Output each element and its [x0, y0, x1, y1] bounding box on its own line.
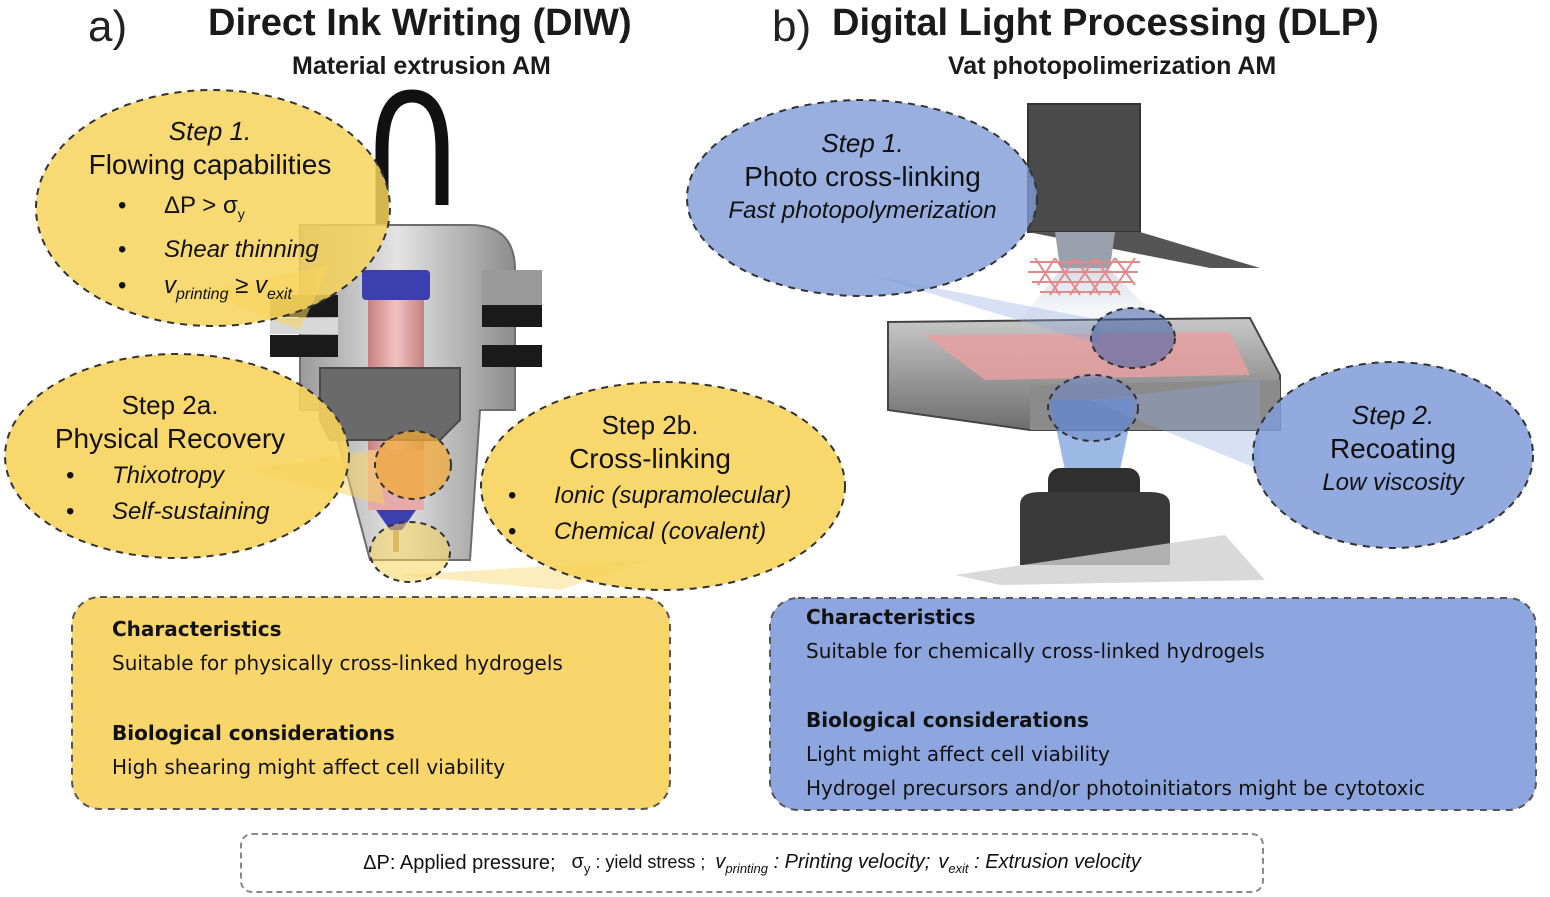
- curing-zone-marker: [1090, 307, 1176, 369]
- step2b-bullet-ionic: •Ionic (supramolecular): [508, 482, 792, 509]
- step2-dlp-name: Recoating: [1329, 433, 1457, 464]
- recovery-zone-marker: [374, 430, 452, 500]
- callout-wedge-b1: [870, 275, 1100, 345]
- step1-bullet-pressure: •ΔP > σy: [118, 192, 245, 222]
- legend-sigma: σy : yield stress ;: [571, 850, 706, 876]
- step2a-bullets: •Thixotropy •Self-sustaining: [66, 458, 269, 530]
- step2a-bubble: [4, 353, 350, 559]
- rail-right-bottom: [482, 345, 542, 367]
- panel-a-subtitle: Material extrusion AM: [292, 52, 551, 80]
- step2a-title: Step 2a.: [121, 390, 219, 420]
- dlp-bio-text2: Hydrogel precursors and/or photoinitiato…: [806, 776, 1425, 800]
- step2b-bullets: •Ionic (supramolecular) •Chemical (coval…: [508, 478, 791, 550]
- diw-bio-heading: Biological considerations: [112, 721, 395, 745]
- crosslink-zone-marker: [369, 521, 451, 583]
- nozzle-tip: [376, 510, 416, 530]
- step1-bubble-dlp: [686, 99, 1038, 297]
- projector-box: [1027, 103, 1141, 233]
- panel-b-subtitle: Vat photopolimerization AM: [948, 52, 1277, 80]
- rail-left-bottom: [270, 335, 338, 357]
- step2b-bubble: [480, 381, 846, 591]
- step1-diw-bullets: •ΔP > σy •Shear thinning •vprinting ≥ ve…: [118, 188, 319, 313]
- step2-dlp-detail: Low viscosity: [1322, 469, 1464, 496]
- recoating-zone-marker: [1047, 374, 1139, 442]
- step1-dlp-detail: Fast photopolymerization: [728, 197, 997, 224]
- step2a-bullet-selfsustaining: •Self-sustaining: [66, 498, 270, 525]
- panel-a-title: Direct Ink Writing (DIW): [208, 2, 632, 44]
- dlp-bio-heading: Biological considerations: [806, 708, 1089, 732]
- step1-bubble-diw: [35, 89, 391, 327]
- step2-dlp-title: Step 2.: [1351, 400, 1435, 430]
- step2-dlp-text: Step 2. Recoating Low viscosity: [1265, 398, 1521, 500]
- dlp-printer-illustration: [870, 103, 1281, 585]
- rail-right-top: [482, 305, 542, 327]
- legend-printing-velocity: vprinting : Printing velocity;: [715, 850, 931, 876]
- step2b-name: Cross-linking: [569, 443, 731, 474]
- dlp-char-text: Suitable for chemically cross-linked hyd…: [806, 639, 1265, 663]
- step1-dlp-text: Step 1. Photo cross-linking Fast photopo…: [690, 126, 1035, 228]
- panel-b-letter: b): [772, 2, 812, 51]
- projector-lens: [1055, 232, 1115, 268]
- diw-bio-text: High shearing might affect cell viabilit…: [112, 755, 506, 779]
- step1-diw-name: Flowing capabilities: [88, 149, 332, 180]
- dlp-char-heading: Characteristics: [806, 605, 976, 629]
- panel-a-letter: a): [88, 2, 128, 51]
- dlp-characteristics-box: Characteristics Suitable for chemically …: [806, 600, 1425, 805]
- step1-diw-title: Step 1.: [168, 116, 252, 146]
- step2a-text: Step 2a. Physical Recovery: [10, 388, 330, 456]
- diw-characteristics-box-bg: [71, 596, 671, 810]
- step2a-bullet-thixotropy: •Thixotropy: [66, 462, 225, 489]
- diw-char-text: Suitable for physically cross-linked hyd…: [112, 651, 563, 675]
- step2-bubble-dlp: [1252, 361, 1534, 549]
- printer-cable: [375, 89, 449, 270]
- dlp-bio-text1: Light might affect cell viability: [806, 742, 1110, 766]
- step1-diw-text: Step 1. Flowing capabilities: [40, 114, 380, 182]
- diw-char-heading: Characteristics: [112, 617, 282, 641]
- printed-lattice: [1028, 257, 1140, 296]
- platform-shadow: [955, 535, 1265, 585]
- light-source-base: [1020, 492, 1170, 565]
- syringe-cap: [362, 270, 430, 300]
- step1-bullet-velocity: •vprinting ≥ vexit: [118, 271, 292, 303]
- dlp-characteristics-box-bg: [769, 597, 1537, 811]
- step1-dlp-name: Photo cross-linking: [744, 161, 981, 192]
- step2b-bullet-chemical: •Chemical (covalent): [508, 518, 767, 545]
- step2a-name: Physical Recovery: [54, 423, 286, 454]
- diw-box-spacer: [112, 680, 563, 716]
- diw-characteristics-box: Characteristics Suitable for physically …: [112, 612, 563, 784]
- legend-extrusion-velocity: vexit : Extrusion velocity: [938, 850, 1141, 876]
- legend-box: ΔP: Applied pressure; σy : yield stress …: [240, 833, 1264, 893]
- rail-block-right: [482, 270, 542, 305]
- legend-pressure: ΔP: Applied pressure;: [363, 851, 556, 874]
- step1-dlp-title: Step 1.: [821, 128, 904, 158]
- step1-bullet-shear: •Shear thinning: [118, 235, 319, 263]
- panel-b-title: Digital Light Processing (DLP): [832, 2, 1379, 44]
- dlp-box-spacer: [806, 668, 1425, 703]
- step2b-text: Step 2b. Cross-linking: [500, 408, 800, 476]
- step2b-title: Step 2b.: [601, 410, 699, 440]
